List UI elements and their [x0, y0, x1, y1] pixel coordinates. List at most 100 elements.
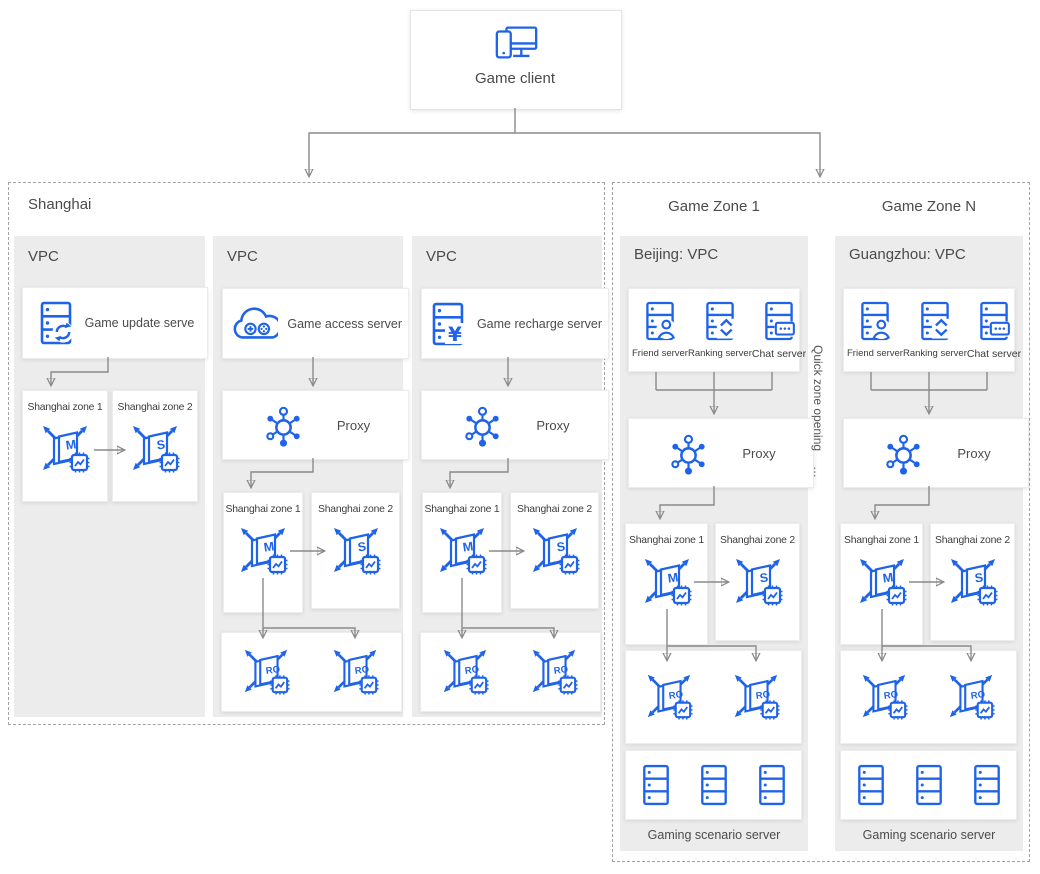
- guangzhou-vpc-label: Guangzhou: VPC: [849, 246, 966, 263]
- friend-server-icon: [642, 301, 678, 341]
- readonly-db-box: RO RO: [221, 632, 402, 712]
- zone-label: Shanghai zone 1: [844, 535, 919, 546]
- gaming-scenario-label: Gaming scenario server: [862, 828, 996, 842]
- zone-label: Shanghai zone 1: [225, 504, 301, 515]
- vpc2-label: VPC: [227, 248, 258, 265]
- beijing-vpc-label: Beijing: VPC: [634, 246, 719, 263]
- vpc1-label: VPC: [28, 248, 59, 265]
- game-client-icon: [495, 26, 537, 59]
- zone-box: Shanghai zone 1 M: [625, 523, 708, 645]
- game-client-node: [410, 10, 622, 110]
- game-access-server-label: Game access server: [287, 316, 402, 331]
- db-master-icon: M: [39, 422, 91, 474]
- zone-label: Shanghai zone 2: [720, 535, 795, 546]
- friend-server-icon: [857, 301, 893, 341]
- zone-box: Shanghai zone 1 M: [223, 492, 303, 613]
- zone-label: Shanghai zone 2: [318, 504, 393, 515]
- zone-label: Shanghai zone 1: [629, 535, 704, 546]
- ranking-server-icon: [702, 301, 738, 341]
- proxy-label: Proxy: [536, 417, 570, 433]
- db-readonly-icon: RO: [440, 646, 492, 698]
- db-master-icon: M: [856, 555, 908, 607]
- db-master-icon: M: [237, 524, 289, 576]
- proxy-node: Proxy: [628, 418, 814, 488]
- social-servers-box: Friend server Ranking server Chat server: [628, 288, 806, 372]
- db-readonly-icon: RO: [859, 671, 911, 723]
- chat-server-icon: [761, 301, 797, 341]
- scenario-server-icon: [915, 764, 942, 806]
- readonly-db-box: RO RO: [840, 650, 1017, 744]
- social-servers-box: Friend server Ranking server Chat server: [843, 288, 1021, 372]
- db-slave-icon: S: [529, 524, 581, 576]
- zone-box: Shanghai zone 2 S: [930, 523, 1015, 641]
- game-access-server-node: Game access server: [222, 288, 409, 359]
- scenario-server-icon: [973, 764, 1000, 806]
- shanghai-region-title: Shanghai: [28, 196, 92, 213]
- server-update-icon: [36, 301, 76, 345]
- db-slave-icon: S: [947, 555, 999, 607]
- db-readonly-icon: RO: [241, 646, 293, 698]
- db-master-icon: M: [641, 555, 693, 607]
- readonly-db-box: RO RO: [625, 650, 802, 744]
- db-readonly-icon: RO: [731, 671, 783, 723]
- ranking-server-icon: [917, 301, 953, 341]
- scenario-server-icon: [642, 764, 669, 806]
- proxy-node: Proxy: [843, 418, 1029, 488]
- game-zone-1-title: Game Zone 1: [668, 198, 760, 215]
- proxy-label: Proxy: [957, 445, 991, 461]
- proxy-label: Proxy: [742, 445, 776, 461]
- db-readonly-icon: RO: [946, 671, 998, 723]
- game-zones-region: [612, 182, 1030, 862]
- ranking-server: Ranking server: [903, 301, 967, 359]
- gaming-scenario-label: Gaming scenario server: [647, 828, 781, 842]
- game-update-server-label: Game update serve: [84, 316, 195, 330]
- game-update-server-node: Game update serve: [22, 287, 208, 359]
- zone-label: Shanghai zone 1: [27, 402, 103, 413]
- readonly-db-box: RO RO: [420, 632, 601, 712]
- zone-label: Shanghai zone 2: [935, 535, 1010, 546]
- zone-box: Shanghai zone 1 M: [840, 523, 923, 645]
- db-master-icon: M: [436, 524, 488, 576]
- db-readonly-icon: RO: [330, 646, 382, 698]
- chat-server: Chat server: [967, 301, 1021, 360]
- proxy-node: Proxy: [222, 390, 409, 460]
- proxy-node: Proxy: [421, 390, 609, 460]
- server-recharge-icon: [428, 302, 468, 346]
- game-zone-n-title: Game Zone N: [881, 198, 977, 215]
- zone-label: Shanghai zone 1: [424, 504, 500, 515]
- proxy-icon: [265, 406, 301, 448]
- db-readonly-icon: RO: [644, 671, 696, 723]
- game-recharge-server-node: Game recharge server: [421, 288, 609, 359]
- quick-zone-dots: …: [811, 466, 825, 481]
- proxy-icon: [886, 434, 922, 476]
- scenario-server-icon: [758, 764, 785, 806]
- ranking-server: Ranking server: [688, 301, 752, 359]
- scenario-server-icon: [857, 764, 884, 806]
- quick-zone-opening-label: Quick zone opening …: [811, 345, 825, 481]
- zone-label: Shanghai zone 2: [117, 402, 193, 413]
- scenario-server-icon: [700, 764, 727, 806]
- zone-label: Shanghai zone 2: [517, 504, 592, 515]
- vpc3-label: VPC: [426, 248, 457, 265]
- zone-box: Shanghai zone 2 S: [715, 523, 800, 641]
- zone-box: Shanghai zone 1 M: [422, 492, 502, 613]
- zone-box: Shanghai zone 2 S: [311, 492, 400, 609]
- proxy-label: Proxy: [336, 417, 371, 433]
- db-slave-icon: S: [330, 524, 382, 576]
- chat-server-icon: [976, 301, 1012, 341]
- gaming-scenario-box: [840, 750, 1017, 820]
- zone-box: Shanghai zone 2 S: [510, 492, 599, 609]
- game-client-label: Game client: [474, 70, 556, 87]
- gaming-scenario-box: [625, 750, 802, 820]
- db-slave-icon: S: [129, 422, 181, 474]
- chat-server: Chat server: [752, 301, 806, 360]
- game-recharge-server-label: Game recharge server: [476, 316, 602, 331]
- zone-box: Shanghai zone 2 S: [112, 390, 198, 502]
- proxy-icon: [671, 434, 707, 476]
- friend-server: Friend server: [847, 301, 903, 359]
- zone-box: Shanghai zone 1 M: [22, 390, 108, 502]
- friend-server: Friend server: [632, 301, 688, 359]
- proxy-icon: [465, 406, 501, 448]
- db-slave-icon: S: [732, 555, 784, 607]
